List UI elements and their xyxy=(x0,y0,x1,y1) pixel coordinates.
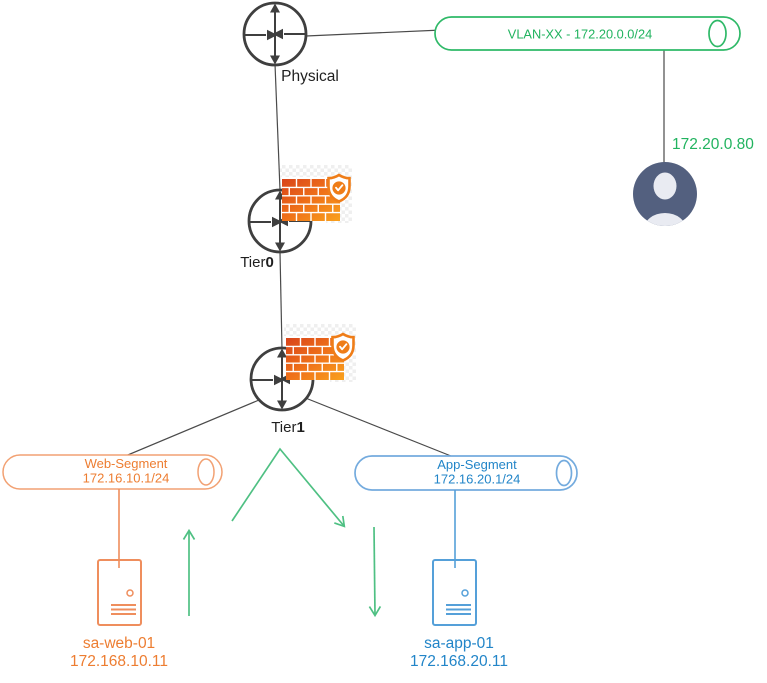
firewall-icon xyxy=(282,322,358,384)
link-physical-to-tier0 xyxy=(274,63,281,191)
app-segment-name: App-Segment xyxy=(437,457,517,472)
tier1-router-label: Tier1 xyxy=(271,419,305,436)
cylinder-cap xyxy=(197,458,215,486)
tier0-router-label: Tier0 xyxy=(240,254,274,271)
network-segment-cylinder-icon xyxy=(434,16,741,51)
tier0-router-node: Tier0 xyxy=(240,163,354,271)
external-user-node: 172.20.0.80 xyxy=(633,136,754,226)
web-segment-name: Web-Segment xyxy=(85,456,168,471)
router-icon xyxy=(242,1,308,67)
vlan-segment-label: VLAN-XX - 172.20.0.0/24 xyxy=(508,27,652,42)
app-vm-node: sa-app-01 172.168.20.11 xyxy=(410,490,508,670)
physical-router-label: Physical xyxy=(281,68,339,85)
physical-router-node: Physical xyxy=(242,1,339,85)
tier1-router-node: Tier1 xyxy=(249,322,358,436)
vm-server-icon xyxy=(97,559,142,626)
link-tier0-to-tier1 xyxy=(279,251,283,350)
link-tier1-to-app-segment xyxy=(302,396,457,459)
link-physical-to-vlan xyxy=(305,29,443,37)
network-segment-cylinder-icon xyxy=(2,454,223,490)
web-segment-node: Web-Segment 172.16.10.1/24 xyxy=(2,454,223,490)
traffic-arrow-through-tier1 xyxy=(231,447,346,528)
vlan-segment-node: VLAN-XX - 172.20.0.0/24 xyxy=(434,16,741,51)
external-user-ip: 172.20.0.80 xyxy=(672,136,754,153)
app-vm-name: sa-app-01 xyxy=(424,635,494,652)
network-segment-cylinder-icon xyxy=(354,455,578,491)
app-vm-ip: 172.168.20.11 xyxy=(410,653,508,670)
cylinder-cap xyxy=(555,459,573,487)
web-vm-name: sa-web-01 xyxy=(83,635,155,652)
cylinder-cap xyxy=(708,19,727,48)
traffic-arrow-app-down xyxy=(368,526,382,618)
web-vm-ip: 172.168.10.11 xyxy=(70,653,168,670)
vm-server-icon xyxy=(432,559,477,626)
link-tier1-to-web-segment xyxy=(122,399,260,458)
firewall-icon xyxy=(278,163,354,225)
web-segment-cidr: 172.16.10.1/24 xyxy=(83,471,170,486)
web-vm-node: sa-web-01 172.168.10.11 xyxy=(70,489,168,670)
traffic-flow-arrows xyxy=(182,447,382,618)
user-avatar-icon xyxy=(633,162,697,226)
app-segment-cidr: 172.16.20.1/24 xyxy=(434,472,521,487)
app-segment-node: App-Segment 172.16.20.1/24 xyxy=(354,455,578,491)
